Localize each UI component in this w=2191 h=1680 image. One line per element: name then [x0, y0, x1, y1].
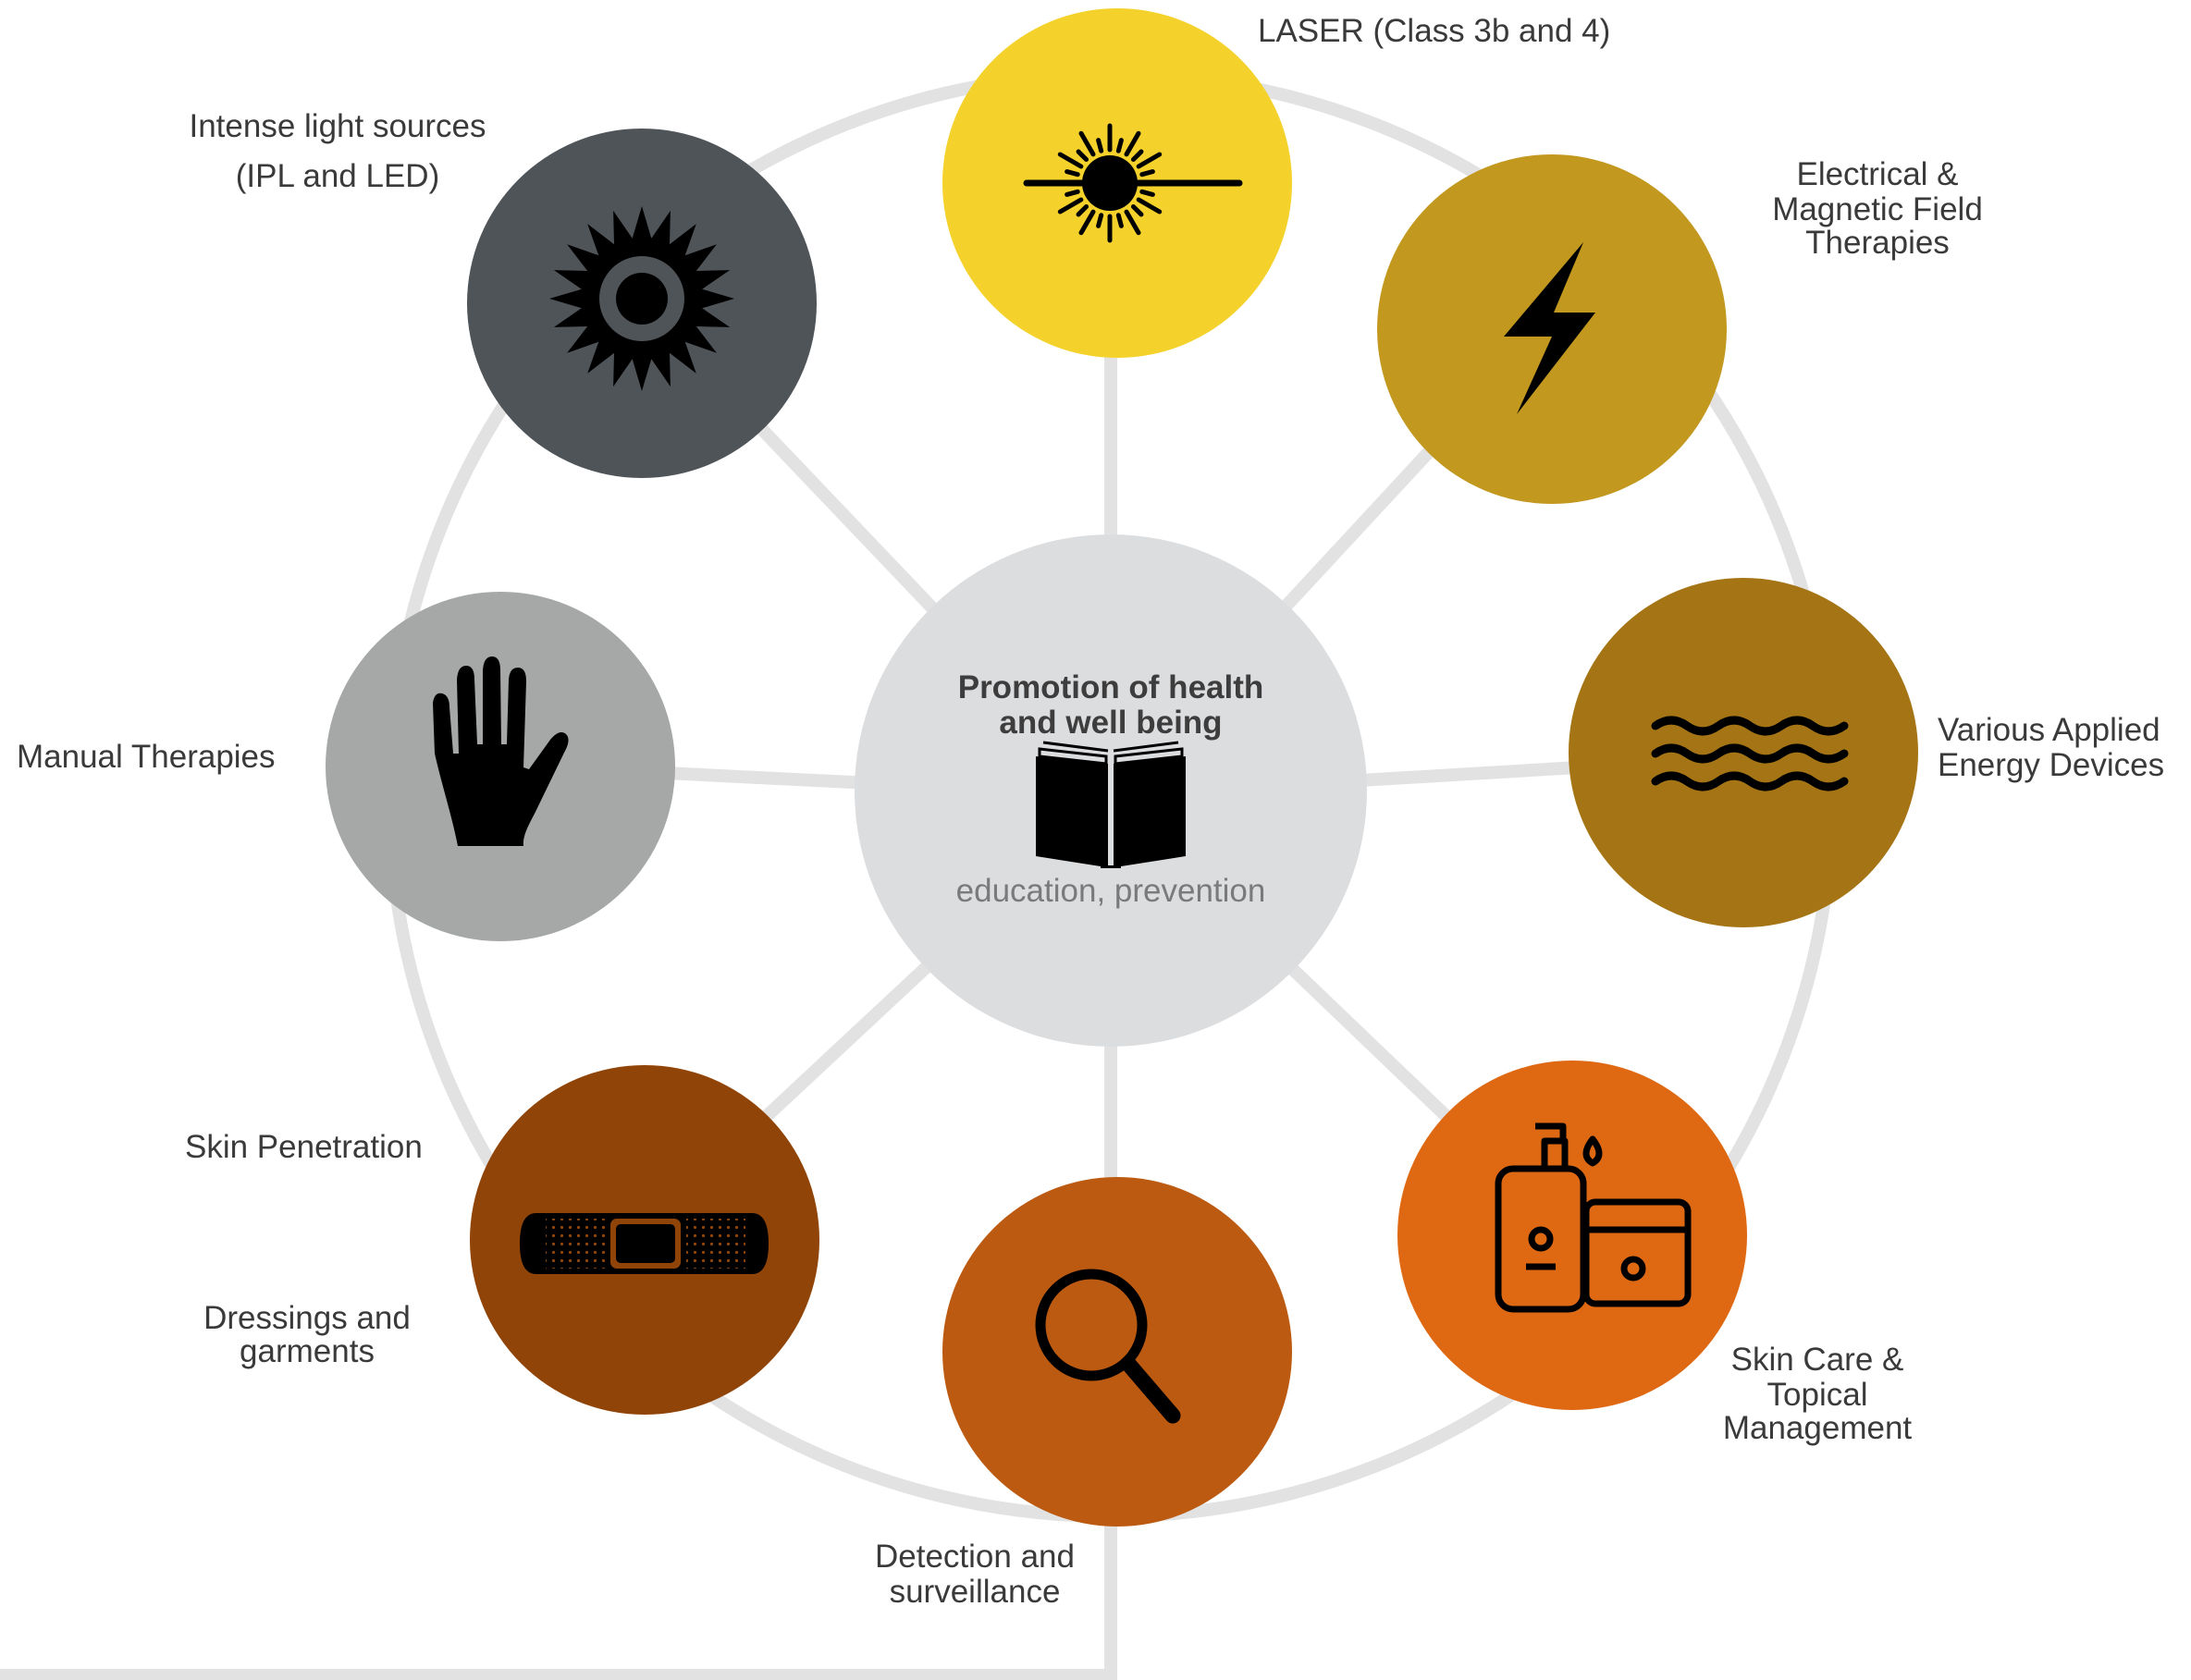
magnifier-icon	[1035, 1269, 1181, 1424]
lotion-bottles-icon	[1495, 1122, 1692, 1313]
skin-penetration-label: Skin Penetration	[185, 1129, 423, 1165]
electrical-label-line1: Electrical &	[1796, 156, 1959, 192]
node-intense-light	[467, 129, 817, 478]
waves-icon	[1651, 716, 1849, 791]
intense-light-label-line1: Intense light sources	[189, 108, 486, 144]
sun-icon	[549, 206, 734, 391]
manual-label: Manual Therapies	[17, 739, 276, 775]
skincare-label-line2: Topical	[1766, 1377, 1868, 1413]
node-electrical	[1377, 154, 1727, 504]
node-dressings	[470, 1065, 819, 1415]
hub-title-line1: Promotion of health	[957, 669, 1264, 705]
electrical-label-line3: Therapies	[1805, 225, 1950, 261]
laser-beam-icon	[1023, 123, 1243, 243]
skincare-label-line3: Management	[1722, 1410, 1913, 1446]
bandage-icon	[520, 1213, 769, 1274]
node-manual	[326, 592, 675, 941]
hub-subtitle: education, prevention	[955, 873, 1266, 909]
electrical-label-line2: Magnetic Field	[1772, 191, 1983, 227]
node-skincare	[1397, 1061, 1747, 1410]
detection-circle	[942, 1177, 1292, 1527]
intense-light-label-line2: (IPL and LED)	[235, 158, 440, 194]
node-detection	[942, 1177, 1292, 1527]
open-book-icon	[1036, 741, 1186, 868]
detection-label-line2: surveillance	[889, 1574, 1061, 1610]
dressings-label-line1: Dressings and	[203, 1300, 411, 1336]
node-energy	[1569, 578, 1918, 927]
energy-label-line1: Various Applied	[1938, 712, 2160, 748]
laser-label: LASER (Class 3b and 4)	[1258, 13, 1611, 49]
hub	[855, 534, 1367, 1047]
energy-label-line2: Energy Devices	[1938, 747, 2165, 783]
skincare-circle	[1397, 1061, 1747, 1410]
hub-title-line2: and well being	[999, 705, 1223, 741]
hand-icon	[433, 656, 569, 846]
node-laser	[942, 8, 1292, 358]
skincare-label-line1: Skin Care &	[1730, 1342, 1904, 1378]
detection-label-line1: Detection and	[875, 1539, 1075, 1575]
lightning-bolt-icon	[1504, 242, 1595, 414]
dressings-label-line2: garments	[240, 1333, 375, 1369]
